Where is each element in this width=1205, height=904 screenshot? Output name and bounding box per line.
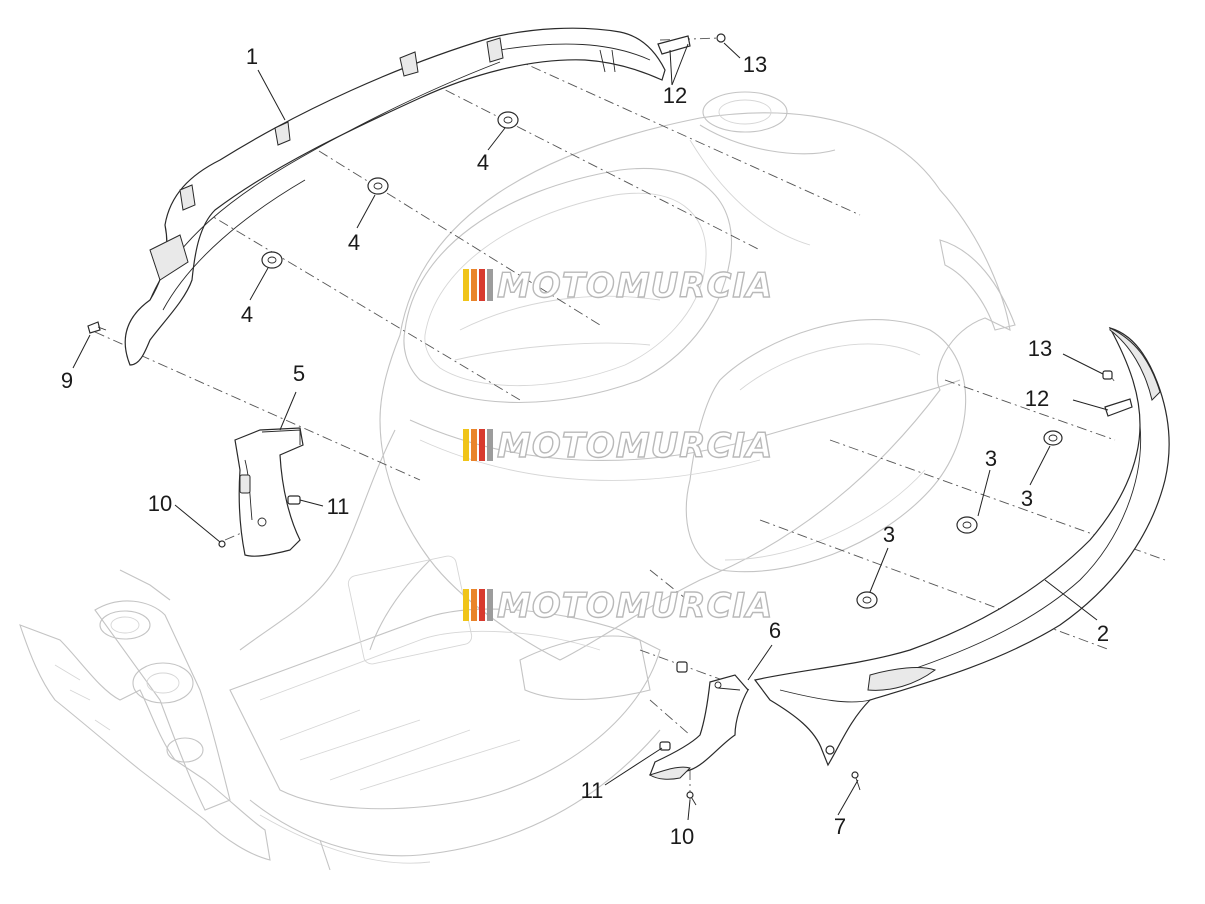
watermark-bottom: MOTOMURCIA [463, 585, 773, 627]
watermark-stripe [463, 589, 469, 621]
callout-6: 6 [769, 618, 781, 643]
leader-lines [72, 42, 1109, 821]
part-5-bracket [234, 427, 304, 557]
callout-labels: 1 2 3 3 3 4 4 4 5 6 7 9 10 10 11 11 12 1… [61, 44, 1109, 849]
callout-12: 12 [1025, 386, 1049, 411]
watermark-stripe [463, 429, 469, 461]
watermark-stripe [479, 589, 485, 621]
watermark-stripe [487, 269, 493, 301]
watermark-top: MOTOMURCIA [463, 265, 773, 307]
part-4-grommets [261, 111, 519, 269]
callout-12: 12 [663, 83, 687, 108]
callout-3: 3 [1021, 486, 1033, 511]
front-frame-ghost [19, 569, 271, 861]
callout-5: 5 [293, 361, 305, 386]
callout-13: 13 [1028, 336, 1052, 361]
callout-10: 10 [670, 824, 694, 849]
callout-10: 10 [148, 491, 172, 516]
assembly-lines [94, 37, 1166, 800]
callout-11: 11 [581, 778, 604, 803]
callout-1: 1 [246, 44, 258, 69]
watermark-text: MOTOMURCIA [497, 266, 773, 306]
part-1-upper-trim [124, 27, 666, 366]
callout-4: 4 [477, 150, 489, 175]
callout-13: 13 [743, 52, 767, 77]
watermark-text: MOTOMURCIA [497, 426, 773, 466]
watermark-stripe [471, 269, 477, 301]
callout-11: 11 [327, 494, 350, 519]
watermark-text: MOTOMURCIA [497, 586, 773, 626]
callout-3: 3 [883, 522, 895, 547]
callout-2: 2 [1097, 621, 1109, 646]
watermark-stripe [479, 269, 485, 301]
callout-7: 7 [834, 814, 846, 839]
watermark-stripe [471, 589, 477, 621]
callout-3: 3 [985, 446, 997, 471]
part-3-grommets [856, 430, 1063, 609]
watermark-stripe [487, 429, 493, 461]
callout-4: 4 [241, 302, 253, 327]
fasteners [87, 33, 1133, 806]
watermark-stripe [487, 589, 493, 621]
watermark-stripe [471, 429, 477, 461]
watermark-stripe [479, 429, 485, 461]
callout-9: 9 [61, 368, 73, 393]
callout-4: 4 [348, 230, 360, 255]
part-2-lower-trim [753, 327, 1170, 767]
scooter-body-ghost [229, 91, 1016, 871]
watermark-stripe [463, 269, 469, 301]
watermark-middle: MOTOMURCIA [463, 425, 773, 467]
part-6-bracket [648, 674, 749, 780]
